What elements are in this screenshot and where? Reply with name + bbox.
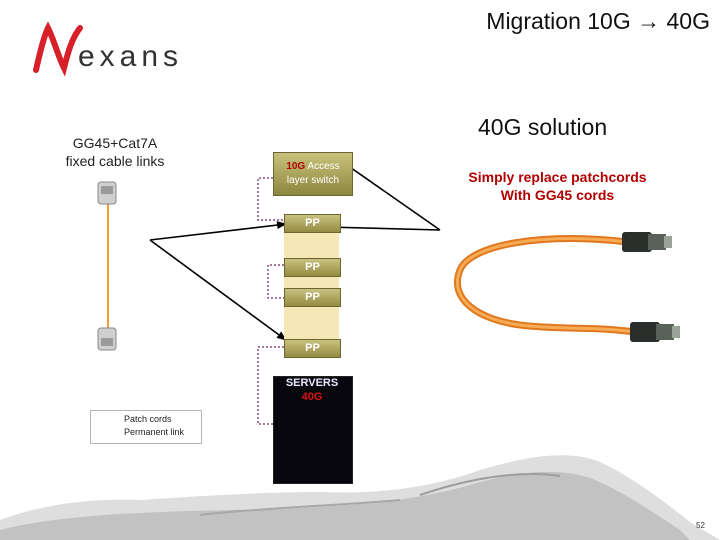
solution-title: 40G solution — [478, 114, 608, 140]
page-number: 52 — [696, 521, 705, 530]
patch-panel-4: PP — [284, 339, 341, 358]
servers-speed-label: 40G — [301, 391, 323, 403]
switch-access-label: Access — [307, 161, 340, 172]
legend-permanent-link-label: Permanent link — [124, 427, 185, 437]
access-switch-box: 10G Access layer switch — [273, 152, 353, 196]
instruction-line1: Simply replace patchcords — [468, 169, 647, 185]
rj-plug-bottom-icon — [630, 322, 680, 342]
legend-patch-cords-label: Patch cords — [124, 414, 172, 424]
patch-panel-background — [284, 217, 339, 357]
switch-label-line1: 10G Access — [286, 160, 339, 174]
rj-plug-top-icon — [622, 232, 672, 252]
switch-label-line2: layer switch — [286, 175, 340, 186]
gg45-connector-top-icon — [97, 181, 117, 205]
patch-panel-1: PP — [284, 214, 341, 233]
instruction-line2: With GG45 cords — [500, 187, 615, 203]
slide-title: Migration 10G → 40G — [486, 8, 710, 34]
cable-links-title-line1: GG45+Cat7A — [72, 135, 158, 151]
servers-box — [273, 376, 353, 484]
switch-speed-label: 10G — [286, 161, 306, 172]
cable-links-title: GG45+Cat7A fixed cable links — [50, 134, 180, 170]
patch-panel-2: PP — [284, 258, 341, 277]
logo-text: exans — [78, 40, 184, 73]
instruction-text: Simply replace patchcords With GG45 cord… — [440, 168, 675, 204]
gg45-patch-cord — [454, 232, 680, 342]
patch-panel-3: PP — [284, 288, 341, 307]
cable-links-title-line2: fixed cable links — [65, 153, 165, 169]
nexans-logo-icon — [33, 22, 83, 77]
patch-cords — [257, 177, 284, 425]
hand-image — [0, 455, 720, 540]
gg45-connector-bottom-icon — [97, 327, 117, 351]
legend-box — [90, 410, 202, 444]
servers-label: SERVERS — [285, 377, 339, 389]
